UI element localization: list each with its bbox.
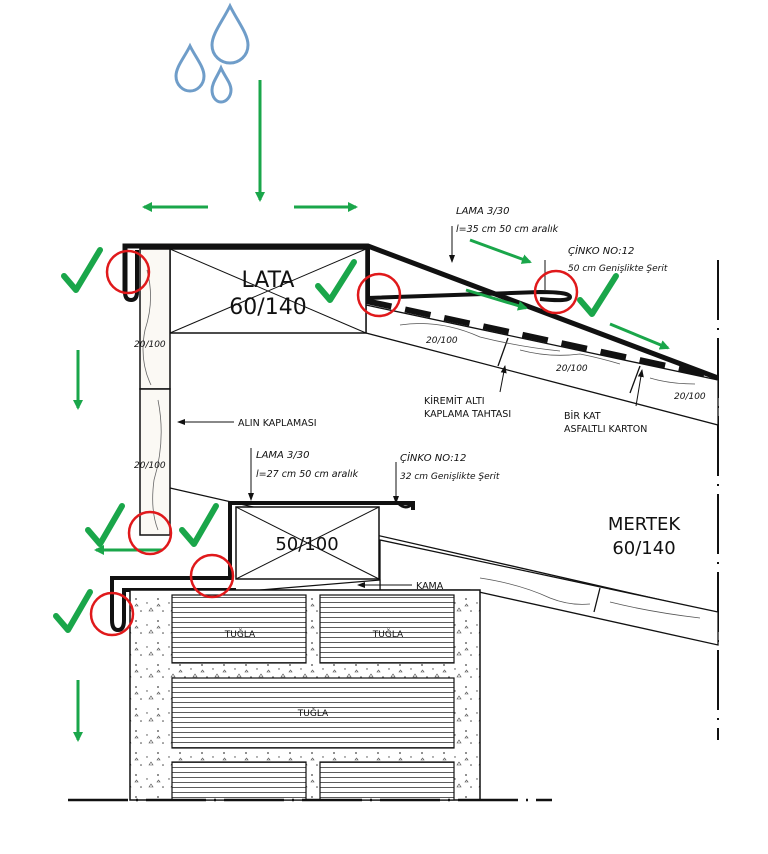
mertek-label-2: 60/140 xyxy=(612,538,675,559)
board-label-a: 20/100 xyxy=(134,340,166,350)
cinko-bot-title: ÇİNKO NO:12 xyxy=(400,451,466,464)
brick-label-1: TUĞLA xyxy=(224,628,256,640)
lata-label-2: 60/140 xyxy=(229,295,306,320)
cinko-bot-spec: 32 cm Genişlikte Şerit xyxy=(400,472,500,482)
water-drops-icon xyxy=(174,2,250,104)
board-label-b: 20/100 xyxy=(134,461,166,471)
brick-label-2: TUĞLA xyxy=(372,628,404,640)
lata-label-1: LATA xyxy=(242,268,295,293)
upper-roof-boarding xyxy=(365,304,719,426)
kama-label: KAMA xyxy=(416,581,444,592)
upper-zinc-sheet xyxy=(122,243,719,381)
fascia-boards xyxy=(139,248,171,536)
asphalt-felt xyxy=(365,298,719,380)
kiremit-label-2: KAPLAMA TAHTASI xyxy=(424,409,511,420)
board-label-d: 20/100 xyxy=(556,364,588,374)
mertek-label-1: MERTEK xyxy=(608,514,681,535)
karton-label-2: ASFALTLI KARTON xyxy=(564,424,647,435)
karton-label-1: BİR KAT xyxy=(564,411,601,422)
beam-50-100 xyxy=(235,506,380,580)
check-icon xyxy=(53,247,619,633)
lower-zinc-sheet xyxy=(110,501,415,633)
lama-bot-spec: l=27 cm 50 cm aralık xyxy=(256,469,359,480)
board-label-c: 20/100 xyxy=(426,336,458,346)
lama-top-title: LAMA 3/30 xyxy=(456,206,510,217)
cinko-top-title: ÇİNKO NO:12 xyxy=(568,244,634,257)
kiremit-label-1: KİREMİT ALTI xyxy=(424,396,485,407)
circle-marker-icon xyxy=(89,249,579,637)
beam-label: 50/100 xyxy=(275,534,338,555)
cinko-top-spec: 50 cm Genişlikte Şerit xyxy=(568,264,668,274)
masonry-wall xyxy=(129,589,481,801)
mertek-rafter xyxy=(169,487,719,646)
lama-top-spec: l=35 cm 50 cm aralık xyxy=(456,224,559,235)
alin-label: ALIN KAPLAMASI xyxy=(238,418,317,429)
lama-bot-title: LAMA 3/30 xyxy=(256,450,310,461)
board-label-e: 20/100 xyxy=(674,392,706,402)
arrow-icon xyxy=(73,80,670,742)
brick-label-3: TUĞLA xyxy=(297,707,329,719)
